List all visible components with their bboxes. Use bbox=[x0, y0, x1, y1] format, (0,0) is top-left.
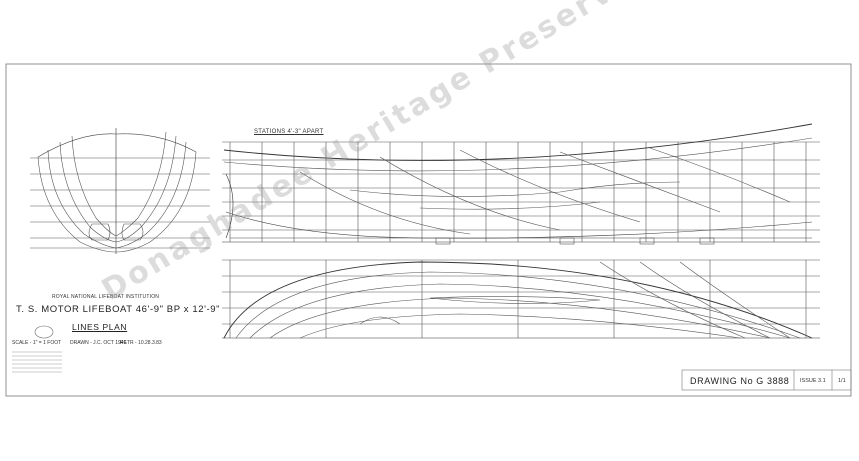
sheet-number: 1/1 bbox=[838, 378, 846, 384]
stations-label: STATIONS 4'-3" APART bbox=[254, 129, 324, 135]
issue-label: ISSUE 3.1 bbox=[800, 378, 826, 384]
sheet-border bbox=[5, 63, 852, 397]
drawn-label: DRAWN - J.C. OCT 1946 bbox=[70, 340, 127, 346]
lines-plan-drawing bbox=[5, 63, 852, 397]
scale-label: SCALE - 1" = 1 FOOT bbox=[12, 340, 62, 346]
drawing-subtitle: LINES PLAN bbox=[72, 322, 128, 332]
title-block-frame bbox=[681, 369, 852, 391]
retraced-label: RETR - 10.28.3.83 bbox=[120, 340, 162, 346]
half-breadth-view bbox=[222, 259, 820, 339]
profile-view bbox=[222, 123, 820, 245]
drawing-title: T. S. MOTOR LIFEBOAT 46'-9" BP x 12'-9" bbox=[16, 304, 221, 315]
body-plan bbox=[30, 128, 210, 254]
notes-block bbox=[12, 351, 62, 373]
rnli-emblem-icon bbox=[34, 325, 54, 339]
lines-plan-sheet: STATIONS 4'-3" APART ROYAL NATIONAL LIFE… bbox=[0, 62, 859, 402]
institution-label: ROYAL NATIONAL LIFEBOAT INSTITUTION bbox=[52, 294, 160, 300]
drawing-number: DRAWING No G 3888 bbox=[690, 376, 790, 386]
